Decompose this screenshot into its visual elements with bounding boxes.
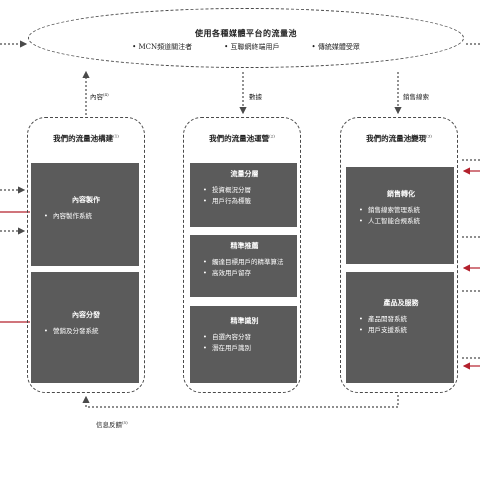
box-title: 內容製作 xyxy=(72,195,100,204)
list-item: 自選內容分發 xyxy=(203,332,289,343)
list-item: 用戶支援系統 xyxy=(359,325,446,336)
list-item: 人工智能合規系統 xyxy=(359,216,446,227)
box-title: 內容分發 xyxy=(72,310,100,319)
list-item: 內容製作系統 xyxy=(44,211,131,222)
column-build-title: 我們的流量池構建(1) xyxy=(53,133,119,144)
traffic-pool-ellipse xyxy=(28,8,464,68)
box-title: 銷售轉化 xyxy=(387,189,415,198)
list-item: 觸達目標用戶的精準算法 xyxy=(203,257,289,268)
column-operation xyxy=(183,117,301,393)
box-precise-recommendation: 精準推薦 觸達目標用戶的精準算法 高效用戶留存 xyxy=(190,235,297,297)
column-monetization-title: 我們的流量池變現(3) xyxy=(366,133,432,144)
box-precise-identification: 精準識別 自選內容分發 潛在用戶識別 xyxy=(190,306,297,383)
box-products-services: 產品及服務 產品開發系統 用戶支援系統 xyxy=(346,272,454,383)
box-title: 產品及服務 xyxy=(383,298,419,307)
content-flow-label: 內容(4) xyxy=(90,91,109,101)
data-flow-label: 數據 xyxy=(249,93,262,101)
pool-item-internet: 互聯網終端用戶 xyxy=(224,42,280,52)
list-item: 營銷及分發系統 xyxy=(44,326,131,337)
box-title: 精準識別 xyxy=(230,316,259,325)
pool-item-mcn: MCN頻道關注者 xyxy=(132,42,192,52)
box-content-distribution: 內容分發 營銷及分發系統 xyxy=(31,272,139,383)
list-item: 用戶行為標籤 xyxy=(203,196,289,207)
column-operation-title: 我們的流量池運營(2) xyxy=(209,133,275,144)
feedback-flow-label: 信息反饋(5) xyxy=(96,419,128,429)
feedback-loop-line xyxy=(82,395,399,408)
column-monetization xyxy=(340,117,458,393)
leads-flow-label: 銷售線索 xyxy=(403,93,429,101)
traffic-pool-title: 使用各種媒體平台的流量池 xyxy=(195,28,297,38)
list-item: 高效用戶留存 xyxy=(203,268,289,279)
column-build xyxy=(27,117,145,393)
list-item: 產品開發系統 xyxy=(359,314,446,325)
pool-item-traditional: 傳統媒體受眾 xyxy=(312,42,360,52)
box-title: 流量分層 xyxy=(230,169,259,178)
traffic-pool-items: MCN頻道關注者 互聯網終端用戶 傳統媒體受眾 xyxy=(28,42,464,52)
box-content-production: 內容製作 內容製作系統 xyxy=(31,163,139,266)
box-traffic-layering: 流量分層 投資概況分層 用戶行為標籤 xyxy=(190,163,297,227)
box-sales-conversion: 銷售轉化 銷售線索管理系統 人工智能合規系統 xyxy=(346,167,454,264)
list-item: 投資概況分層 xyxy=(203,185,289,196)
box-title: 精準推薦 xyxy=(230,241,259,250)
list-item: 銷售線索管理系統 xyxy=(359,205,446,216)
list-item: 潛在用戶識別 xyxy=(203,343,289,354)
